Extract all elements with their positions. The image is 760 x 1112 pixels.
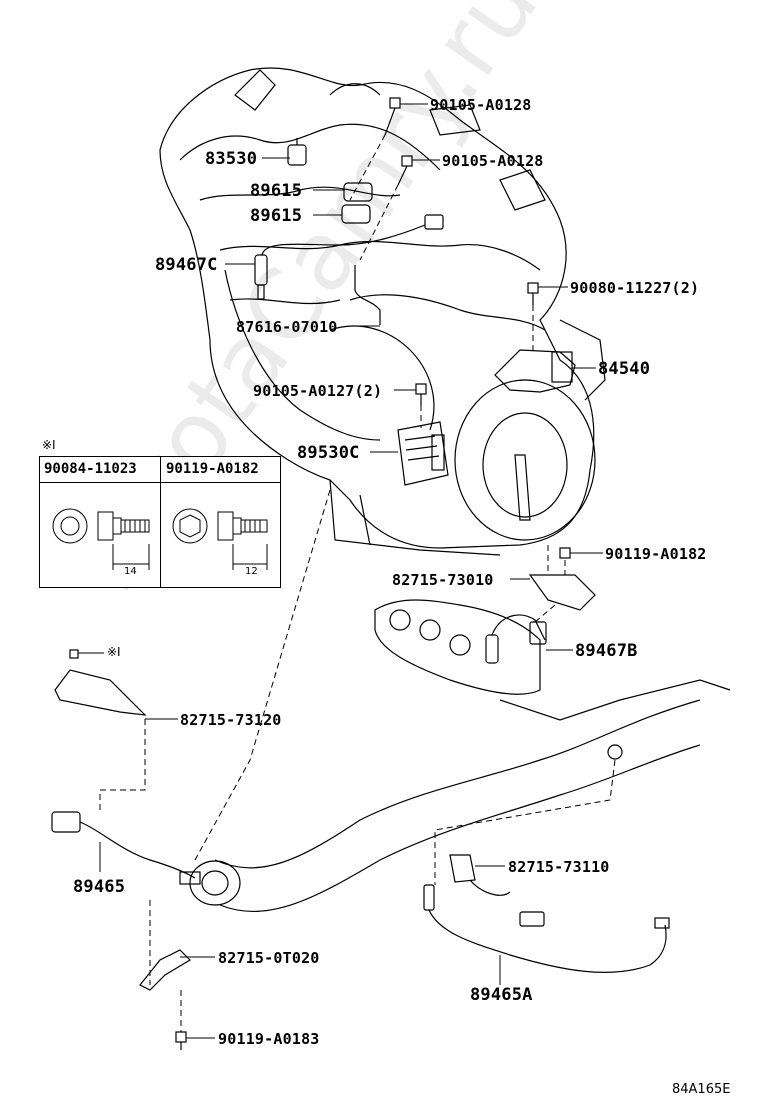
oxygen-sensor-89467b <box>485 614 547 664</box>
switch-84540 <box>494 349 576 393</box>
knock-sensor-83530 <box>287 138 307 166</box>
oxygen-sensor-89465 <box>51 811 201 885</box>
bracket-82715-0t020 <box>139 949 191 991</box>
bolt-90105-a0127 <box>415 383 427 405</box>
inset-col1-part[interactable]: 90084-11023 <box>44 461 137 477</box>
label-89467c[interactable]: 89467C <box>155 255 218 275</box>
label-89465a[interactable]: 89465A <box>470 985 533 1005</box>
inset-fastener-drawings <box>52 508 268 570</box>
inset-col2-part[interactable]: 90119-A0182 <box>166 461 259 477</box>
wire-87616-07010 <box>354 265 381 325</box>
label-89530c[interactable]: 89530C <box>297 443 360 463</box>
bolt-90105-a0128-top <box>384 97 401 136</box>
label-90105-a0127[interactable]: 90105-A0127(2) <box>253 382 383 400</box>
label-82715-73010[interactable]: 82715-73010 <box>392 571 494 589</box>
oxygen-sensor-89467c <box>254 214 444 300</box>
bolt-90080-11227 <box>527 282 539 305</box>
label-82715-73110[interactable]: 82715-73110 <box>508 858 610 876</box>
oxygen-sensor-89465a <box>423 884 670 973</box>
label-82715-0t020[interactable]: 82715-0T020 <box>218 949 320 967</box>
diagram-code: 84A165E <box>672 1082 731 1097</box>
exhaust-manifold <box>374 599 731 721</box>
fastener-inset-table: 90084-11023 90119-A0182 14 <box>39 456 281 588</box>
label-90119-a0182[interactable]: 90119-A0182 <box>605 545 707 563</box>
label-90105-a0128-mid[interactable]: 90105-A0128 <box>442 152 544 170</box>
label-83530[interactable]: 83530 <box>205 149 258 169</box>
label-87616-07010[interactable]: 87616-07010 <box>236 318 338 336</box>
label-89615-a[interactable]: 89615 <box>250 181 303 201</box>
bolt-90105-a0128-mid <box>397 155 413 186</box>
bracket-82715-73010 <box>528 574 596 611</box>
label-90080-11227[interactable]: 90080-11227(2) <box>570 279 700 297</box>
bolt-90119-a0183 <box>175 1031 187 1050</box>
label-89615-b[interactable]: 89615 <box>250 206 303 226</box>
ecu-89530c <box>397 421 449 486</box>
bracket-82715-73120 <box>54 649 147 716</box>
label-84540[interactable]: 84540 <box>598 359 651 379</box>
bracket-82715-73110 <box>449 854 511 896</box>
exhaust-pipe <box>189 699 701 913</box>
label-90119-a0183[interactable]: 90119-A0183 <box>218 1030 320 1048</box>
note-mark-side: ※I <box>107 645 121 659</box>
label-89467b[interactable]: 89467B <box>575 641 638 661</box>
clamp-89615-a <box>343 182 373 202</box>
inset-col1-dim: 14 <box>124 566 137 577</box>
label-89465[interactable]: 89465 <box>73 877 126 897</box>
bolt-90119-a0182 <box>559 547 571 559</box>
label-90105-a0128-top[interactable]: 90105-A0128 <box>430 96 532 114</box>
clamp-89615-b <box>341 204 371 224</box>
inset-col2-dim: 12 <box>245 566 258 577</box>
inset-note-mark: ※I <box>42 438 56 452</box>
label-82715-73120[interactable]: 82715-73120 <box>180 711 282 729</box>
inset-divider <box>160 457 161 587</box>
